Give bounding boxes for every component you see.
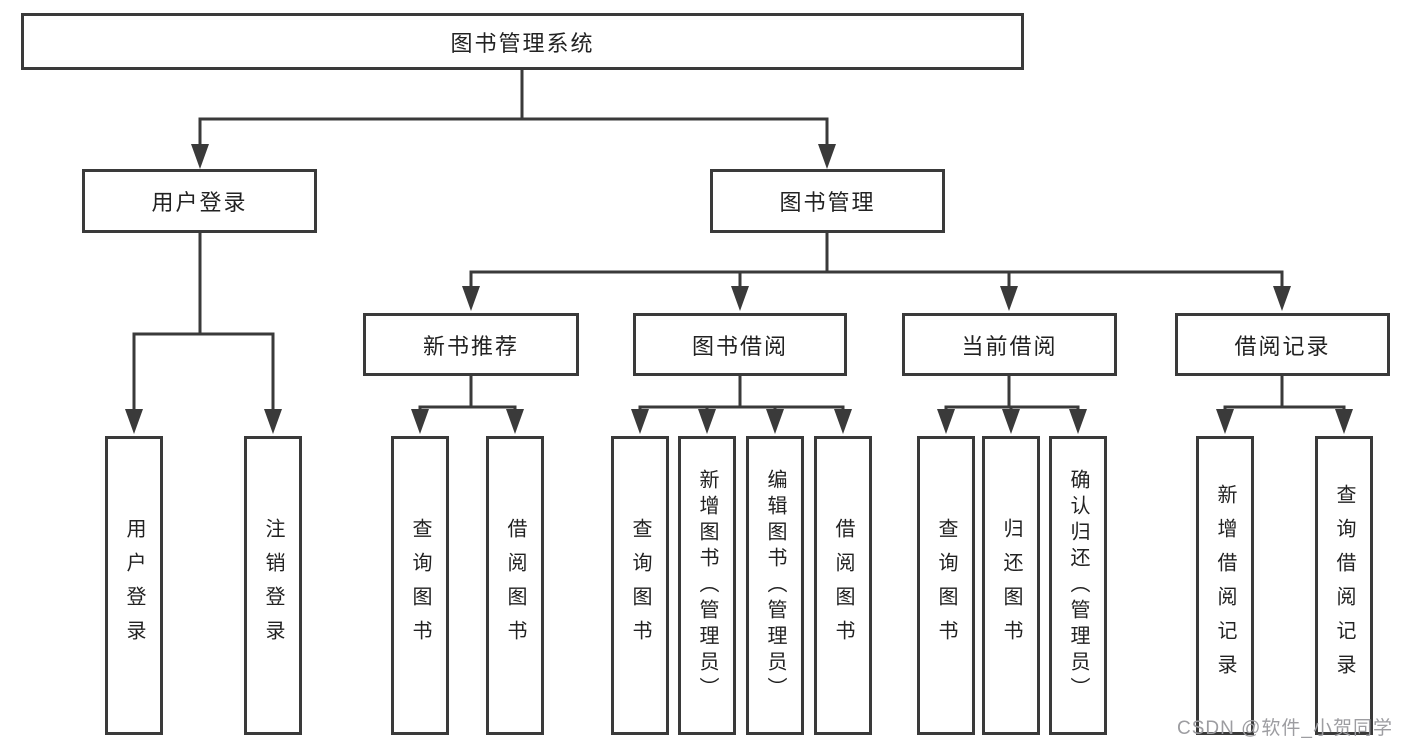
node-new-book-recommendation: 新书推荐 [363, 313, 579, 376]
node-book-management-system: 图书管理系统 [21, 13, 1024, 70]
node-label: 新增借阅记录 [1214, 483, 1236, 688]
node-label: 用户登录 [151, 190, 248, 215]
node-label: 新书推荐 [422, 333, 519, 359]
node-label: 编辑图书（管理员） [764, 468, 786, 703]
leaf-add-borrow-record: 新增借阅记录 [1196, 436, 1254, 735]
node-label: 当前借阅 [961, 333, 1058, 359]
node-label: 借阅记录 [1234, 333, 1331, 359]
leaf-borrow-books: 借阅图书 [814, 436, 872, 735]
node-label: 查询图书 [629, 517, 651, 654]
leaf-add-book-admin: 新增图书（管理员） [678, 436, 736, 735]
node-book-management: 图书管理 [710, 169, 945, 233]
node-label: 图书管理系统 [450, 30, 595, 56]
leaf-query-borrow-record: 查询借阅记录 [1315, 436, 1373, 735]
node-label: 借阅图书 [504, 517, 526, 654]
node-label: 查询借阅记录 [1333, 483, 1355, 688]
leaf-edit-book-admin: 编辑图书（管理员） [746, 436, 804, 735]
node-current-borrowing: 当前借阅 [902, 313, 1117, 376]
node-book-borrowing: 图书借阅 [633, 313, 847, 376]
node-label: 图书管理 [779, 190, 876, 215]
leaf-return-book: 归还图书 [982, 436, 1040, 735]
leaf-query-books-borrowing: 查询图书 [611, 436, 669, 735]
leaf-query-books-current: 查询图书 [917, 436, 975, 735]
node-label: 确认归还（管理员） [1067, 468, 1089, 703]
node-label: 查询图书 [935, 517, 957, 654]
node-label: 新增图书（管理员） [696, 468, 718, 703]
leaf-query-books-recommend: 查询图书 [391, 436, 449, 735]
node-label: 注销登录 [262, 517, 284, 654]
node-label: 图书借阅 [691, 333, 788, 359]
node-label: 归还图书 [1000, 517, 1022, 654]
watermark: CSDN @软件_小贺同学 [1177, 718, 1393, 739]
leaf-confirm-return-admin: 确认归还（管理员） [1049, 436, 1107, 735]
node-borrowing-records: 借阅记录 [1175, 313, 1390, 376]
leaf-user-login: 用户登录 [105, 436, 163, 735]
leaf-borrow-books-recommend: 借阅图书 [486, 436, 544, 735]
node-label: 查询图书 [409, 517, 431, 654]
node-label: 用户登录 [123, 517, 145, 654]
leaf-logout: 注销登录 [244, 436, 302, 735]
arrowheads [125, 144, 1353, 434]
node-label: 借阅图书 [832, 517, 854, 654]
node-user-login: 用户登录 [82, 169, 317, 233]
